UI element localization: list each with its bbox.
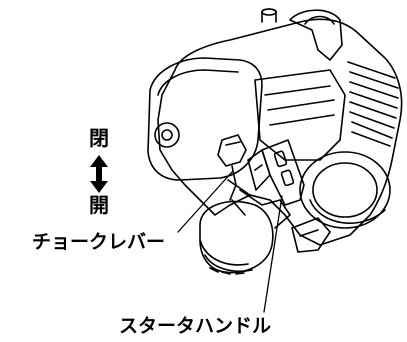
label-open: 開 — [89, 193, 109, 217]
recoil-starter — [299, 151, 391, 229]
label-choke-lever: チョークレバー — [32, 231, 166, 253]
up-down-arrow-icon — [90, 155, 108, 193]
choke-leader-line — [177, 171, 233, 233]
starter-handle — [247, 139, 305, 206]
leader-lines — [177, 171, 283, 313]
lower-bracket — [291, 217, 331, 253]
center-frame — [227, 179, 291, 229]
air-cleaner-cover — [147, 57, 263, 181]
fuel-cup — [199, 200, 274, 275]
label-close: 閉 — [89, 126, 109, 150]
starter-leader-line — [263, 195, 283, 313]
label-starter-handle: スタータハンドル — [119, 315, 272, 337]
